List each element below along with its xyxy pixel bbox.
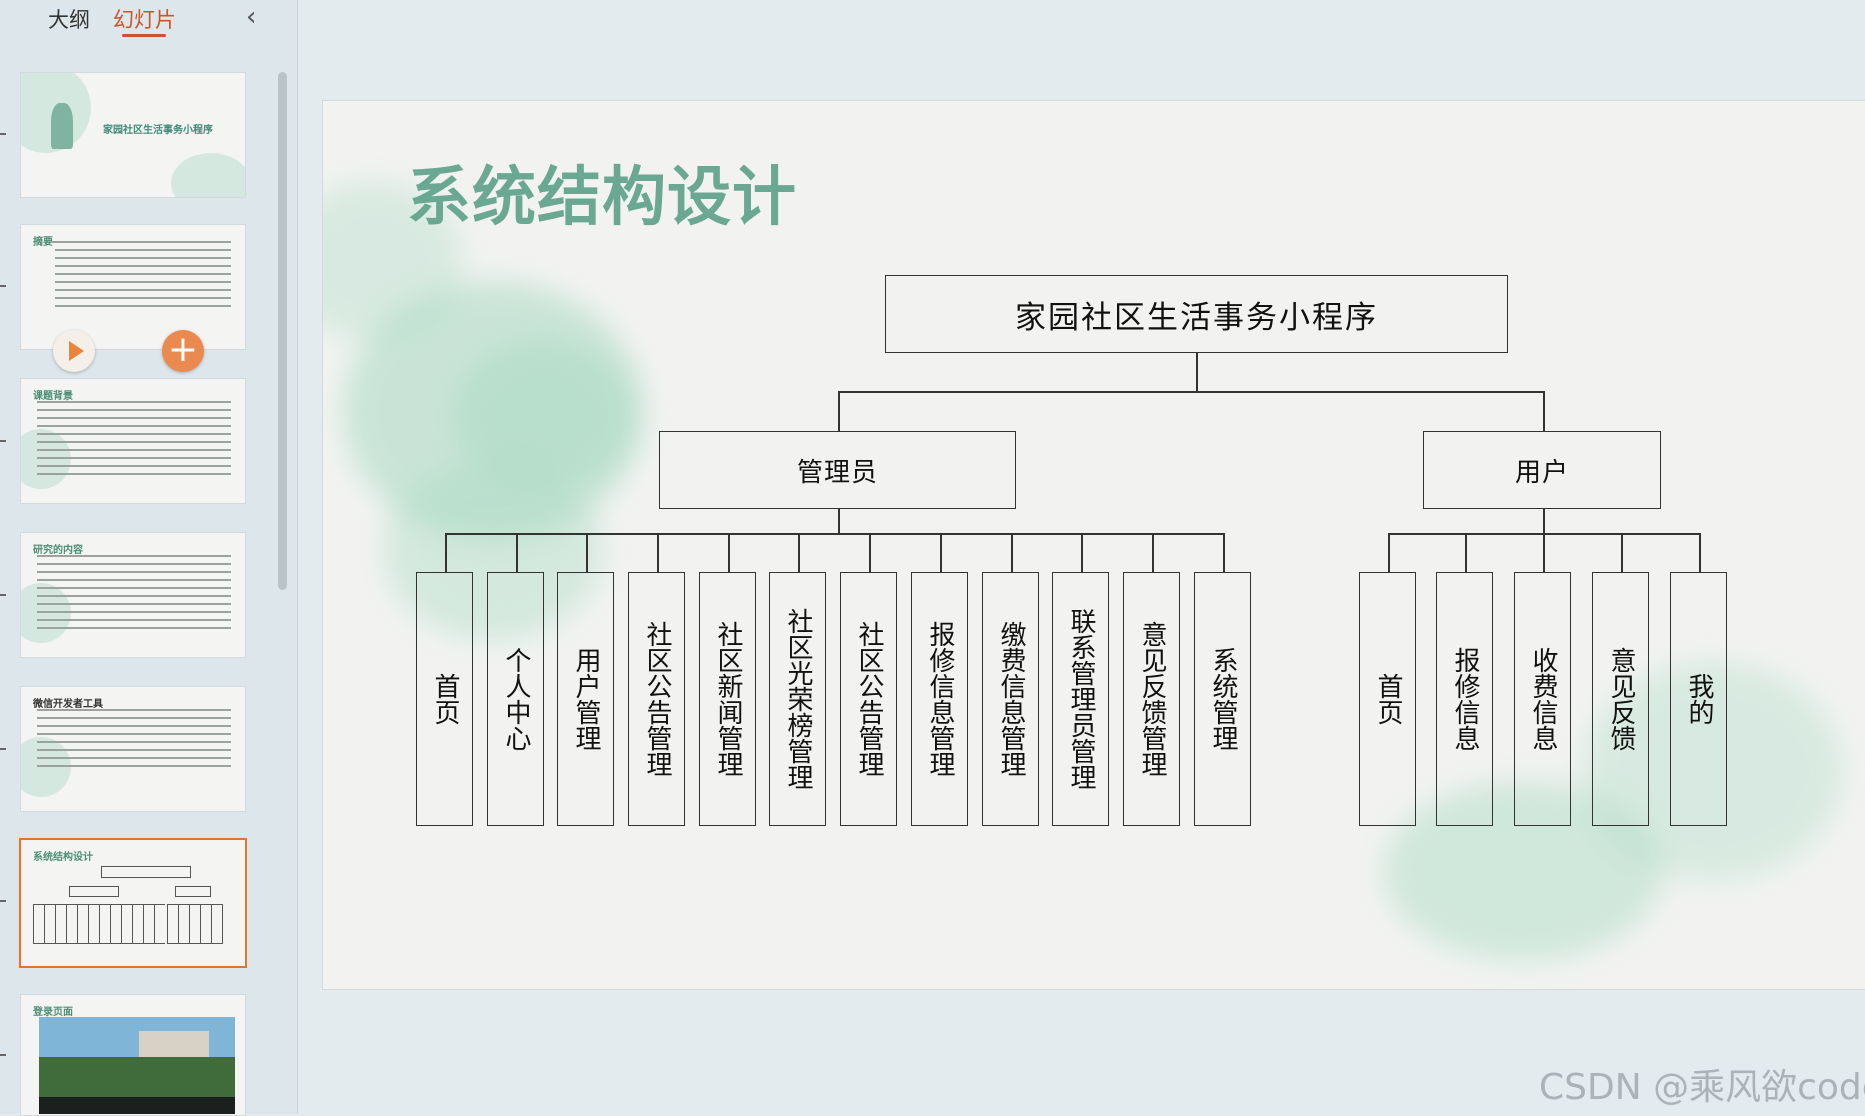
thumbnail-title: 微信开发者工具	[33, 699, 103, 710]
slide-thumbnail-1[interactable]: 家园社区生活事务小程序	[20, 72, 246, 198]
thumbnail-title: 系统结构设计	[33, 852, 93, 863]
thumbnail-title: 家园社区生活事务小程序	[103, 125, 213, 136]
user-leaf: 首页	[1359, 572, 1416, 826]
slide-thumbnail-2[interactable]: 摘要	[20, 224, 246, 350]
admin-leaf: 社区公告管理	[840, 572, 897, 826]
thumbnail-photo	[39, 1017, 235, 1114]
admin-leaf: 联系管理员管理	[1052, 572, 1109, 826]
slide-thumbnail-3[interactable]: 课题背景	[20, 378, 246, 504]
user-leaf: 意见反馈	[1592, 572, 1649, 826]
watermark: CSDN @乘风欲code	[1539, 1067, 1865, 1108]
add-slide-icon[interactable]: +	[162, 330, 204, 372]
thumbnail-title: 课题背景	[33, 391, 73, 402]
admin-leaf: 用户管理	[557, 572, 614, 826]
chevron-left-icon[interactable]: ‹	[246, 2, 257, 32]
admin-leaf: 社区新闻管理	[699, 572, 756, 826]
user-leaf: 报修信息	[1436, 572, 1493, 826]
panel-scrollbar[interactable]	[278, 72, 287, 590]
slide-thumbnail-6[interactable]: 系统结构设计	[19, 838, 247, 968]
admin-leaf: 首页	[416, 572, 473, 826]
user-leaf: 我的	[1670, 572, 1727, 826]
admin-leaf: 社区光荣榜管理	[769, 572, 826, 826]
tab-slides[interactable]: 幻灯片	[113, 8, 176, 32]
thumbnail-title: 研究的内容	[33, 545, 83, 556]
org-user-box: 用户	[1423, 431, 1661, 509]
admin-leaf: 意见反馈管理	[1123, 572, 1180, 826]
slide-panel: 大纲 幻灯片 ‹ 家园社区生活事务小程序 摘要 + 课题背景 研究的内容	[0, 0, 298, 1116]
org-admin-box: 管理员	[659, 431, 1016, 509]
user-leaf: 收费信息	[1514, 572, 1571, 826]
admin-leaf: 报修信息管理	[911, 572, 968, 826]
tab-outline[interactable]: 大纲	[48, 8, 90, 32]
admin-leaf: 个人中心	[487, 572, 544, 826]
active-tab-indicator	[122, 34, 166, 37]
admin-leaf: 系统管理	[1194, 572, 1251, 826]
slide-thumbnail-7[interactable]: 登录页面	[20, 994, 246, 1116]
admin-leaf: 社区公告管理	[628, 572, 685, 826]
play-slideshow-icon[interactable]	[53, 330, 95, 372]
slide-thumbnail-4[interactable]: 研究的内容	[20, 532, 246, 658]
org-root-box: 家园社区生活事务小程序	[885, 275, 1508, 353]
thumbnail-title: 登录页面	[33, 1007, 73, 1018]
slide-canvas[interactable]: 系统结构设计 家园社区生活事务小程序 管理员 用户 首页 个人中心 用户管理 社…	[322, 100, 1865, 990]
thumbnail-title: 摘要	[33, 237, 53, 248]
admin-leaf: 缴费信息管理	[982, 572, 1039, 826]
thumbnail-plant-icon	[51, 103, 73, 149]
slide-thumbnail-5[interactable]: 微信开发者工具	[20, 686, 246, 812]
slide-title: 系统结构设计	[407, 161, 797, 235]
